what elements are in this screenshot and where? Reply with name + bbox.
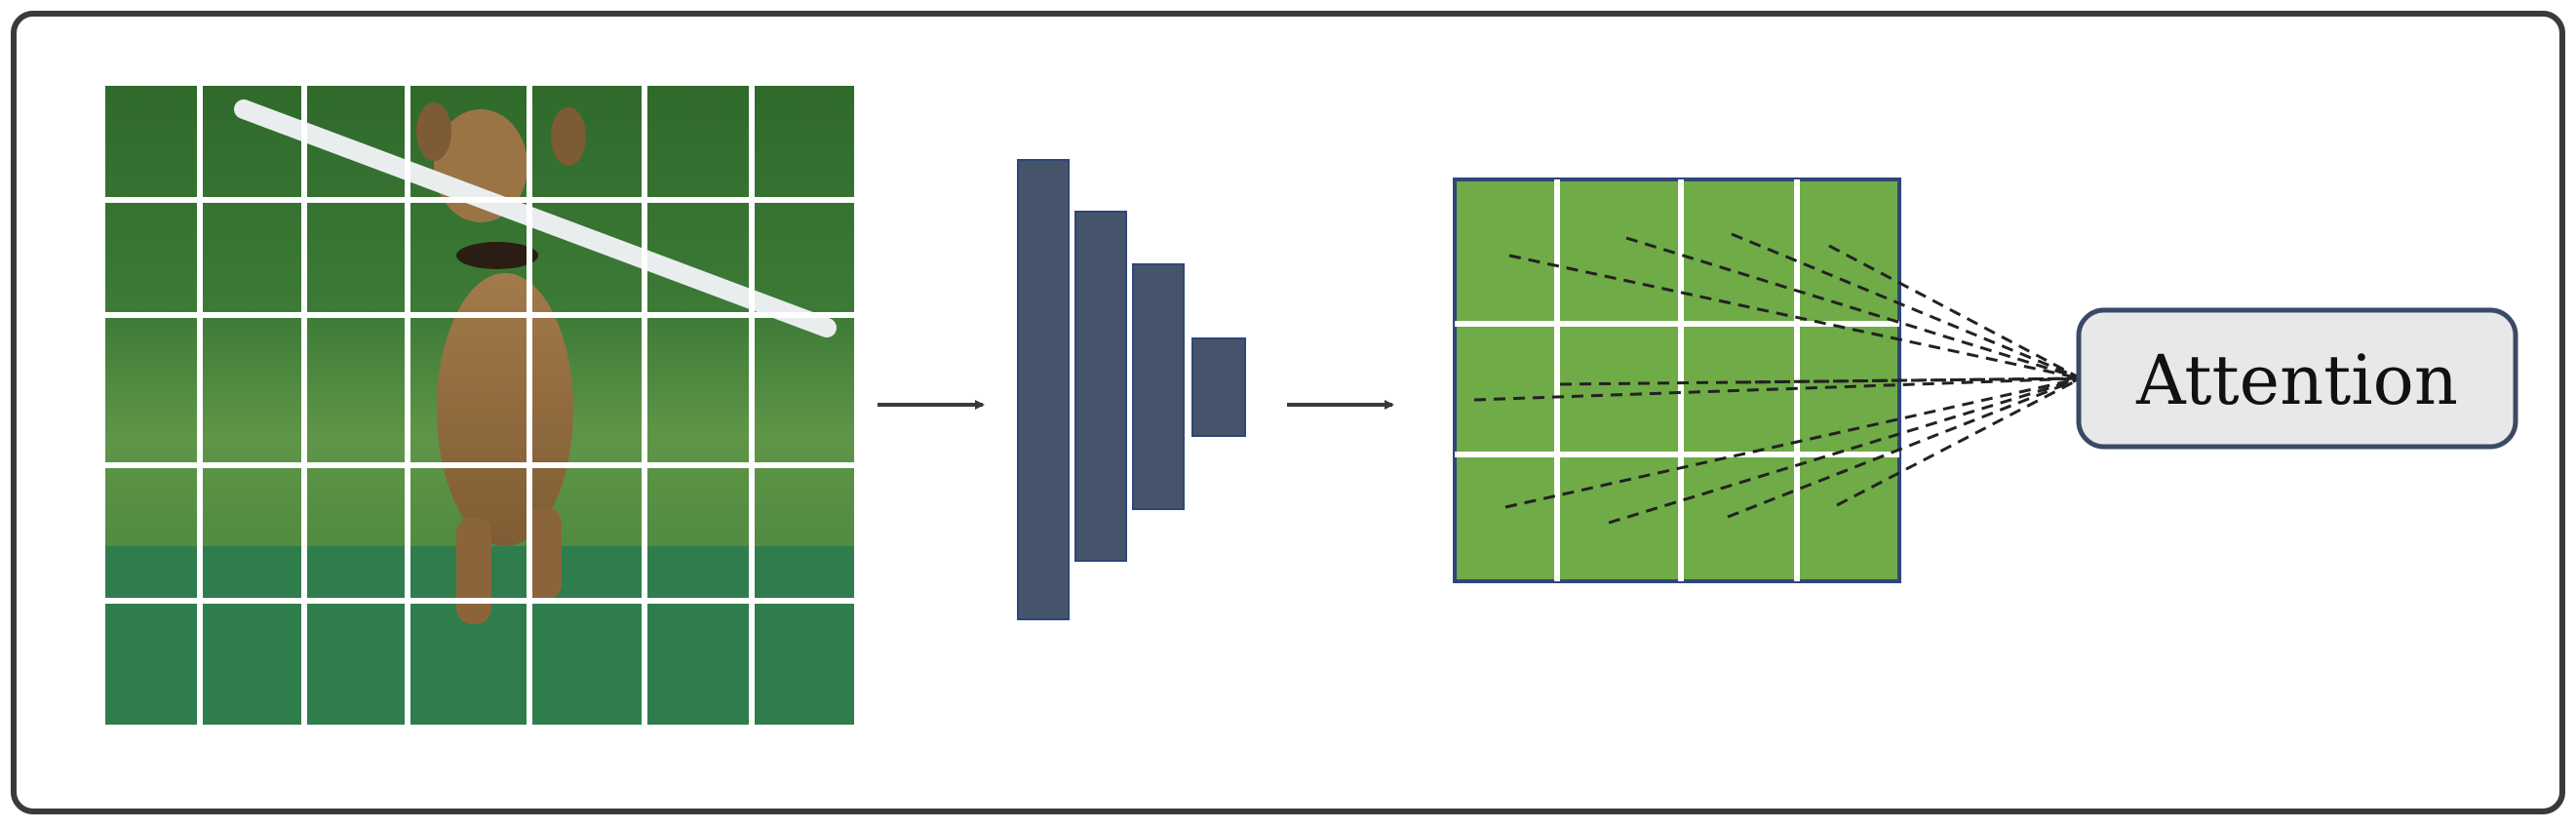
- input-image: [105, 86, 854, 725]
- encoder-stage-2: [1074, 211, 1127, 562]
- attention-dashed-line: [1727, 376, 2082, 519]
- attention-dashed-line: [1608, 376, 2082, 525]
- dog-ear-right: [551, 107, 586, 166]
- dog-ear-left: [416, 102, 451, 161]
- feature-map: [1453, 178, 1901, 583]
- attention-box-rect: [2076, 307, 2518, 450]
- attention-dashed-line: [1625, 236, 2082, 380]
- dog-leg-right: [527, 507, 562, 600]
- encoder-stage-3: [1132, 263, 1185, 510]
- feature-map-grid: [1453, 178, 1901, 583]
- attention-dashed-line: [1504, 376, 2082, 509]
- attention-dashed-line: [1731, 232, 2082, 380]
- encoder-stage-4: [1191, 337, 1246, 437]
- attention-lines: [1473, 232, 2082, 525]
- attention-label: Attention: [2135, 340, 2458, 420]
- encoder-stage-1: [1017, 159, 1070, 620]
- patch-grid: [105, 86, 854, 725]
- dog-leg-left: [456, 517, 491, 624]
- dog-collar: [456, 242, 538, 269]
- attention-dashed-line: [1473, 376, 2082, 402]
- attention-dashed-line: [1828, 244, 2082, 380]
- encoder: [1017, 159, 1246, 620]
- attention-dashed-line: [1836, 376, 2082, 507]
- dog-body: [437, 273, 573, 546]
- birch-stick: [234, 99, 837, 337]
- attention-dashed-line: [1738, 376, 2082, 384]
- attention-box: Attention: [2076, 307, 2518, 450]
